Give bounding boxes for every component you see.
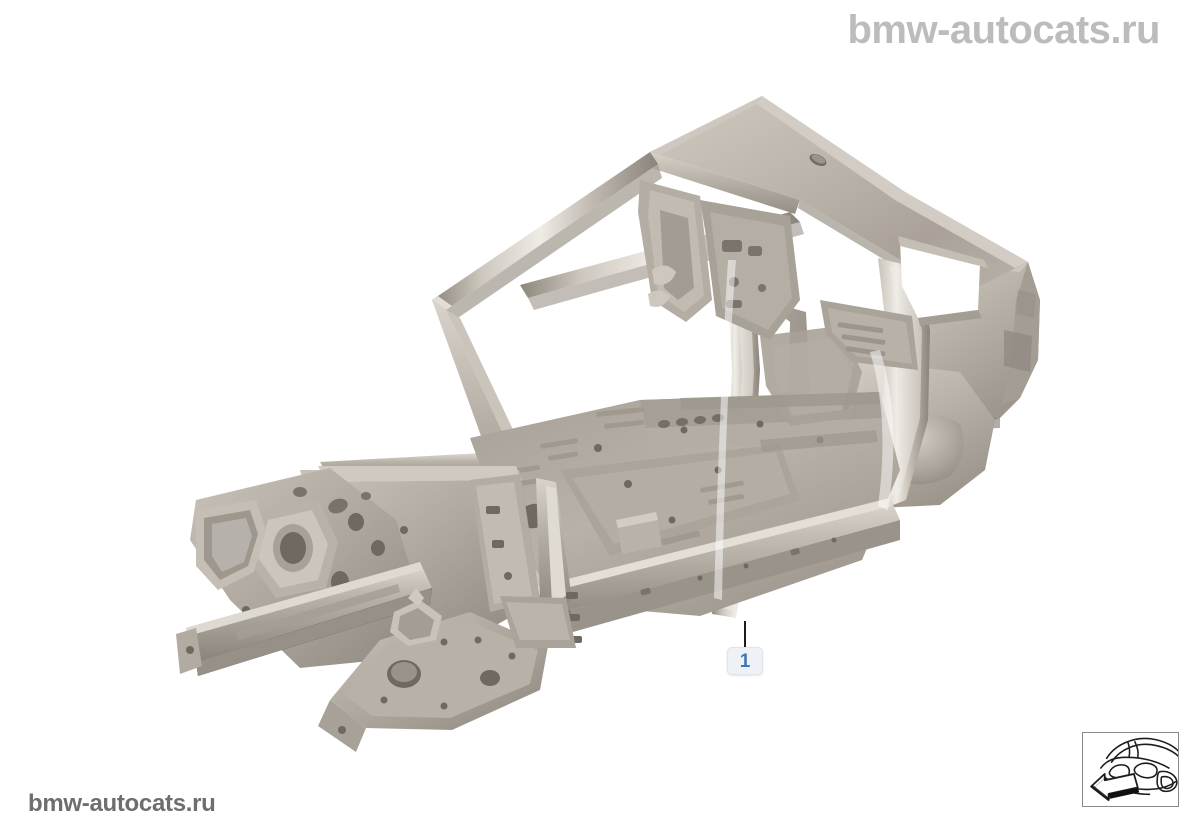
- rocker-sill: [500, 498, 900, 648]
- watermark-bottom-left: bmw-autocats.ru: [28, 790, 216, 817]
- callout-marker-1[interactable]: 1: [727, 647, 763, 675]
- rear-inner-panel: [700, 200, 800, 340]
- sill-front-tie: [500, 596, 576, 648]
- front-crossmember: [318, 612, 548, 752]
- vehicle-front-arrow-icon: [1090, 737, 1178, 802]
- roof-bow-inner: [638, 180, 712, 322]
- direction-arrow-icon: [1090, 773, 1140, 802]
- rear-floor-crossmember: [680, 392, 880, 452]
- rear-deck: [820, 300, 918, 370]
- bulkhead-panel: [470, 474, 540, 612]
- front-frame-rail: [176, 562, 432, 676]
- hinge-pillar: [536, 478, 582, 643]
- front-inner-openings: [293, 487, 371, 514]
- callout-leader-line-1: [744, 621, 746, 648]
- callout-marker-1-label: 1: [739, 650, 751, 672]
- suspension-turret: [390, 588, 442, 646]
- vehicle-orientation-icon[interactable]: [1082, 732, 1179, 807]
- watermark-top-right: bmw-autocats.ru: [847, 8, 1160, 52]
- rear-side-window-opening: [898, 236, 988, 326]
- body-side-highlights: [714, 260, 894, 600]
